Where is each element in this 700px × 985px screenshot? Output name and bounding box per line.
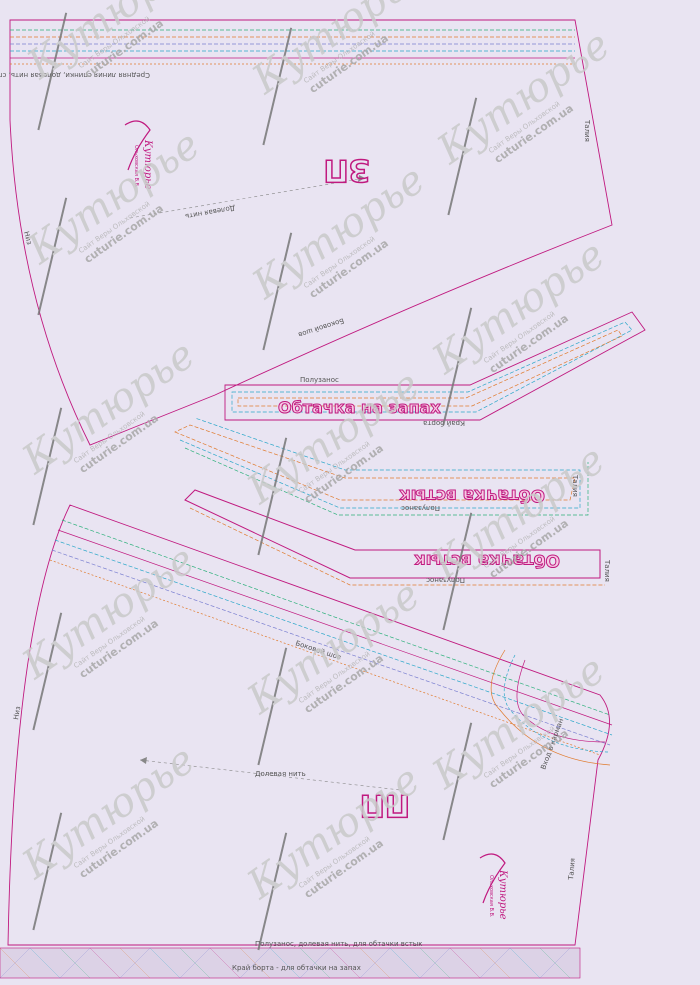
back-talia-label: Талия [583, 119, 591, 142]
front-talia-label: Талия [567, 858, 577, 881]
midback-label: Средняя линия спинки, долевая нить, сгиб… [0, 71, 150, 79]
logo-bottom-sub: Ольховская В.В. [488, 875, 494, 918]
watermark-8: Кутюрье Сайт Веры Ольховской cuturie.com… [239, 362, 428, 556]
front-niz-label: Низ [12, 705, 22, 720]
watermark-3: Кутюрье Сайт Веры Ольховской cuturie.com… [429, 22, 619, 216]
logo-top-sub: Ольховская В.В. [133, 145, 139, 188]
svg-text:Кутюрье: Кутюрье [429, 22, 619, 174]
butt2-talia-label: Талия [603, 559, 611, 582]
wrap-facing-title: Обтачка на запах [278, 398, 441, 417]
bottom-strip-hatch [0, 947, 571, 979]
wrap-facing-piece [224, 311, 646, 421]
logo-bottom-name: Кутюрье [497, 869, 508, 920]
wrap-poluzanos-label: Полузанос [300, 376, 339, 384]
svg-text:Кутюрье: Кутюрье [19, 122, 209, 274]
back-side-seam-label: Боковой шов [297, 316, 345, 338]
front-piece [7, 504, 613, 946]
svg-text:Кутюрье: Кутюрье [239, 572, 429, 724]
watermark-9: Кутюрье Сайт Веры Ольховской cuturie.com… [424, 437, 613, 631]
butt2-poluzanos-label: Полузанос [426, 576, 465, 584]
bottom-strip [0, 947, 581, 979]
svg-text:Кутюрье: Кутюрье [244, 0, 434, 104]
svg-text:Кутюрье: Кутюрье [14, 737, 204, 889]
bottom-strip-label-2: Край борта - для обтачки на запах [232, 964, 361, 972]
front-piece-code: ПП [360, 787, 410, 822]
watermark-layer: Кутюрье Сайт Веры Ольховской cuturie.com… [14, 0, 619, 951]
butt-facing-1-title: Обтачка встык [399, 485, 545, 505]
butt-facing-1-piece [174, 417, 589, 516]
back-piece [9, 19, 613, 446]
back-grain-label: Долевая нить [184, 204, 235, 221]
butt-facing-2-title: Обтачка встык [414, 550, 560, 570]
front-grain-label: Долевая нить [255, 770, 306, 778]
logo-top-name: Кутюрье [142, 139, 153, 190]
watermark-2: Кутюрье Сайт Веры Ольховской cuturie.com… [244, 0, 434, 146]
watermark-6: Кутюрье Сайт Веры Ольховской cuturie.com… [424, 232, 614, 426]
butt1-talia-label: Талия [571, 474, 579, 497]
svg-text:Кутюрье: Кутюрье [424, 647, 614, 799]
svg-text:Кутюрье: Кутюрье [239, 757, 429, 909]
watermark-13: Кутюрье Сайт Веры Ольховской cuturie.com… [14, 737, 204, 931]
watermark-1: Кутюрье Сайт Веры Ольховской cuturie.com… [19, 0, 208, 131]
watermark-7: Кутюрье Сайт Веры Ольховской cuturie.com… [14, 332, 204, 526]
logo-bottom: Кутюрье Ольховская В.В. [479, 853, 508, 920]
back-piece-code: ЗП [324, 152, 370, 187]
watermark-14: Кутюрье Сайт Веры Ольховской cuturie.com… [239, 757, 429, 951]
back-niz-label: Низ [22, 230, 33, 245]
butt1-poluzanos-label: Полузанос [401, 504, 440, 512]
svg-text:Кутюрье: Кутюрье [14, 537, 204, 689]
bottom-strip-label-1: Полузанос, долевая нить, для обтачки вст… [255, 940, 423, 948]
logo-top: Кутюрье Ольховская В.В. [124, 120, 153, 190]
butt-facing-2-piece [184, 489, 605, 586]
svg-text:Кутюрье: Кутюрье [424, 232, 614, 384]
svg-text:Кутюрье: Кутюрье [14, 332, 204, 484]
